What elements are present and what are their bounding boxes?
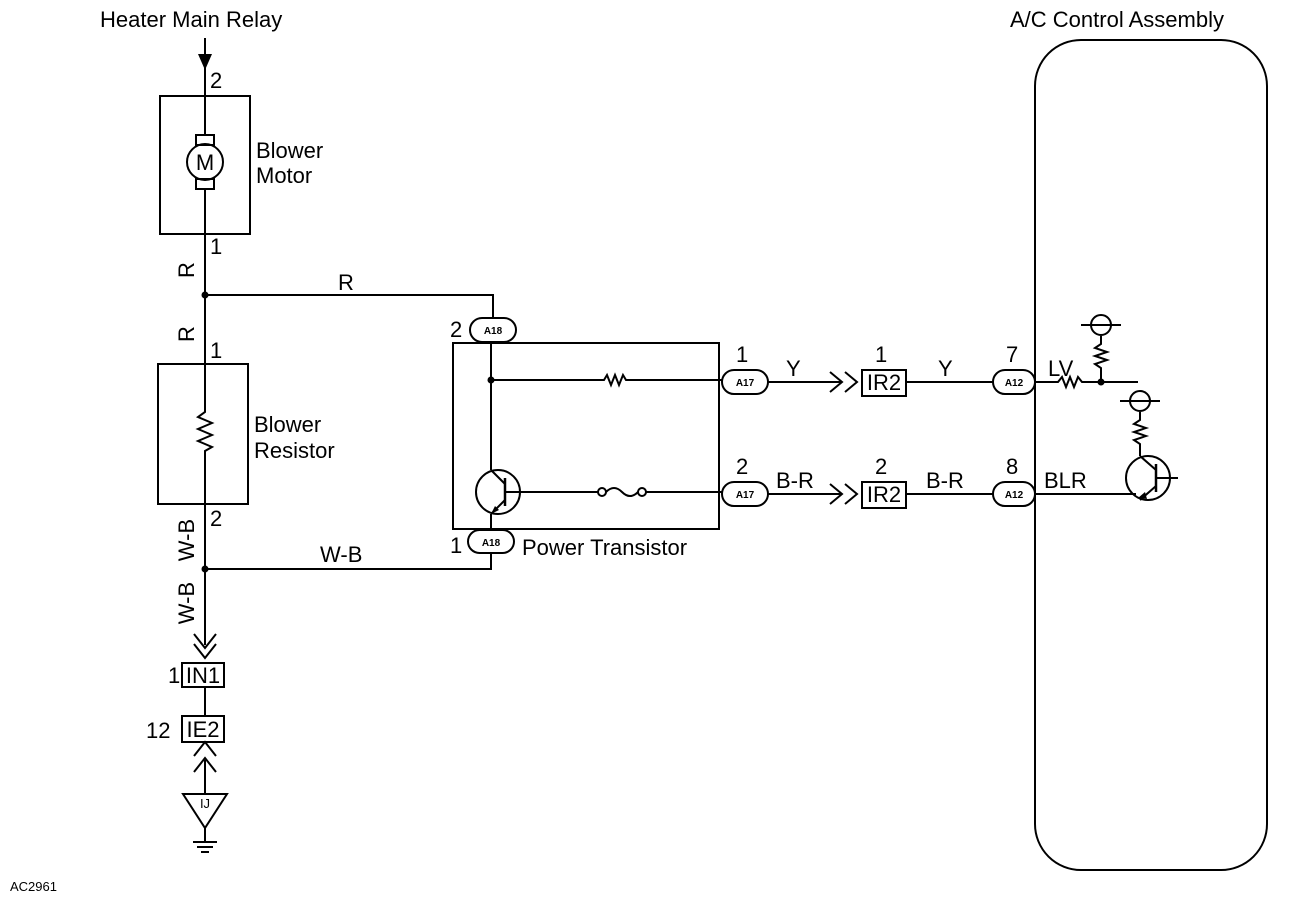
blr-transistor-symbol <box>1125 455 1178 501</box>
a18-label-bottom: A18 <box>482 538 501 549</box>
motor-pin-bottom: 1 <box>210 234 222 259</box>
motor-pin-top: 2 <box>210 68 222 93</box>
connector-chevron-in1-2 <box>193 643 217 660</box>
connector-chevron-ie2-2 <box>193 756 217 773</box>
a12-label-bottom: A12 <box>1005 490 1024 501</box>
ground-ij-symbol: IJ <box>181 793 229 853</box>
a17-label-bottom: A17 <box>736 490 755 501</box>
chevron-br-1 <box>829 483 844 505</box>
ie2-connector <box>181 715 225 743</box>
chevron-y-1 <box>829 371 844 393</box>
ir2-label-bottom: IR2 <box>867 482 901 507</box>
blower-resistor-label-2: Resistor <box>254 438 335 463</box>
a18-connector-top <box>469 317 517 343</box>
ir2-pin-bottom: 2 <box>875 454 887 479</box>
in1-connector <box>181 662 225 688</box>
ij-label: IJ <box>200 796 210 811</box>
wire-color-wb-2: W-B <box>174 582 199 624</box>
internal-transistor-symbol <box>475 469 598 515</box>
lv-supply-symbol <box>1081 314 1121 336</box>
a12-label-top: A12 <box>1005 378 1024 389</box>
blower-resistor-box <box>157 363 249 505</box>
ir2-pin-top: 1 <box>875 342 887 367</box>
ir2-label-top: IR2 <box>867 370 901 395</box>
wire-color-r-2: R <box>174 326 199 342</box>
power-transistor-label: Power Transistor <box>522 535 687 560</box>
blower-resistor-label-1: Blower <box>254 412 321 437</box>
internal-resistor <box>491 372 722 388</box>
a12-pin-bottom: 8 <box>1006 454 1018 479</box>
a17-label-top: A17 <box>736 378 755 389</box>
in1-label: IN1 <box>186 663 220 688</box>
wire-color-y-2: Y <box>938 356 953 381</box>
resistor-symbol <box>195 364 215 504</box>
lv-resistor <box>1035 374 1138 390</box>
a18-pin-bottom: 1 <box>450 533 462 558</box>
connector-chevron-in1 <box>193 633 217 650</box>
chevron-br-2 <box>844 483 859 505</box>
ac-control-assembly-label: A/C Control Assembly <box>1010 7 1224 32</box>
figure-id: AC2961 <box>10 879 57 894</box>
wire-wb-horizontal <box>205 553 492 570</box>
wire-r-horizontal <box>205 294 494 318</box>
wire-color-wb-3: W-B <box>320 542 362 567</box>
ie2-label: IE2 <box>186 717 219 742</box>
blower-motor-label-2: Motor <box>256 163 312 188</box>
resistor-pin-top: 1 <box>210 338 222 363</box>
a12-pin-top: 7 <box>1006 342 1018 367</box>
heater-main-relay-label: Heater Main Relay <box>100 7 282 32</box>
wire-color-r-3: R <box>338 270 354 295</box>
ie2-pin: 12 <box>146 718 170 743</box>
a18-label-top: A18 <box>484 326 503 337</box>
wire-color-r-1: R <box>174 262 199 278</box>
wire-color-wb-1: W-B <box>174 519 199 561</box>
a17-pin-bottom: 2 <box>736 454 748 479</box>
wire-color-blr: BLR <box>1044 468 1087 493</box>
blr-supply-symbol <box>1120 390 1160 412</box>
blr-pullup-resistor <box>1130 412 1150 456</box>
in1-pin: 1 <box>168 663 180 688</box>
resistor-pin-bottom: 2 <box>210 506 222 531</box>
power-transistor-box <box>452 342 720 530</box>
a18-pin-top: 2 <box>450 317 462 342</box>
internal-fuse <box>597 487 722 497</box>
wire-color-br-1: B-R <box>776 468 814 493</box>
motor-m-text: M <box>196 150 214 175</box>
a17-pin-top: 1 <box>736 342 748 367</box>
lv-pullup-resistor <box>1091 336 1111 382</box>
motor-symbol: M <box>186 134 224 190</box>
connector-chevron-ie2 <box>193 740 217 757</box>
wire-color-br-2: B-R <box>926 468 964 493</box>
blower-motor-label-1: Blower <box>256 138 323 163</box>
ac-control-assembly-box <box>1034 39 1268 871</box>
wire-color-y-1: Y <box>786 356 801 381</box>
relay-feed-arrow <box>198 38 212 96</box>
chevron-y-2 <box>844 371 859 393</box>
